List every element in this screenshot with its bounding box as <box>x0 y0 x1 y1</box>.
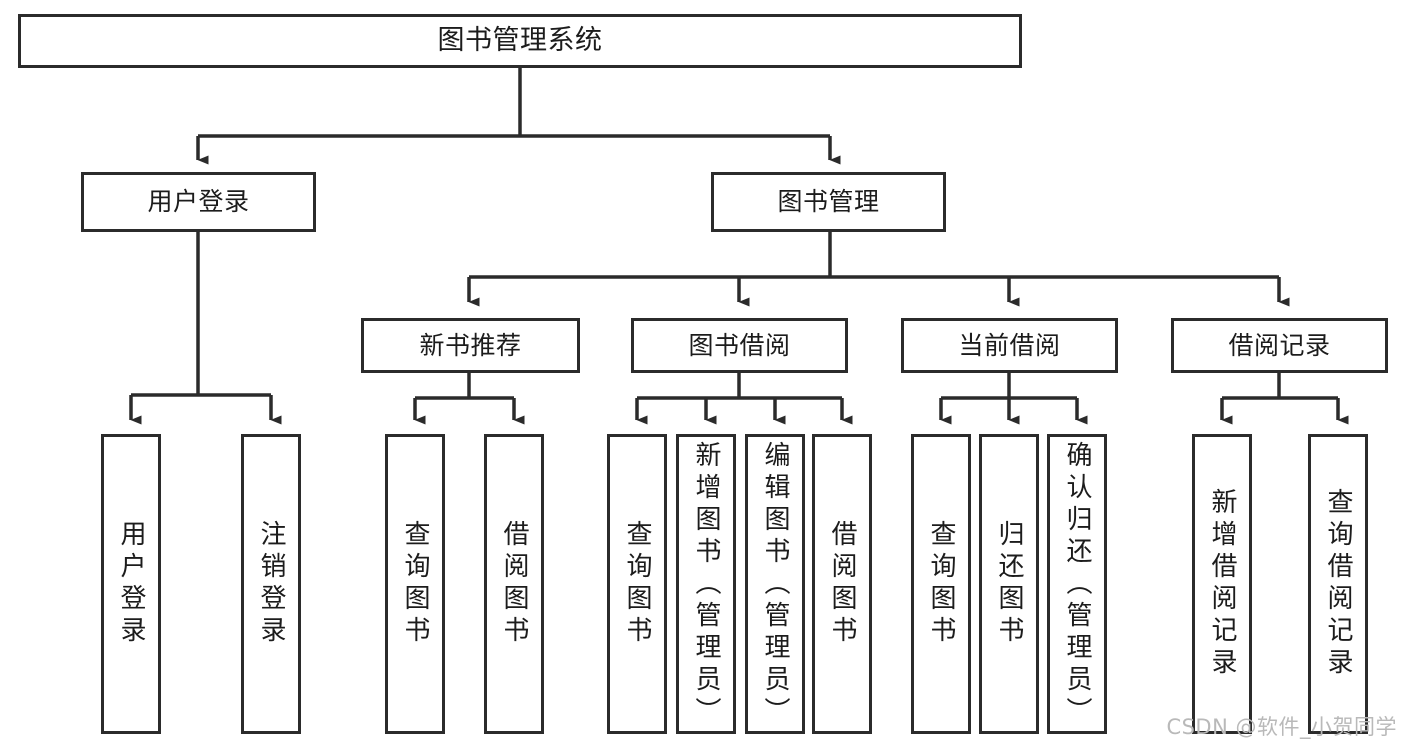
node-label: 用户登录 <box>116 520 146 648</box>
node-new-book-recommend: 新书推荐 <box>361 318 580 373</box>
node-label: 新增借阅记录 <box>1207 488 1237 680</box>
leaf-edit-book-admin: 编辑图书（管理员） <box>745 434 805 734</box>
leaf-query-book-borrow: 查询图书 <box>607 434 667 734</box>
node-label: 当前借阅 <box>958 330 1061 360</box>
node-label: 编辑图书（管理员） <box>760 441 790 729</box>
leaf-add-book-admin: 新增图书（管理员） <box>676 434 736 734</box>
node-root-system: 图书管理系统 <box>18 14 1022 68</box>
node-label: 确认归还（管理员） <box>1062 441 1092 729</box>
leaf-return-book: 归还图书 <box>979 434 1039 734</box>
node-current-borrow: 当前借阅 <box>901 318 1118 373</box>
leaf-user-login: 用户登录 <box>101 434 161 734</box>
node-label: 借阅记录 <box>1228 330 1331 360</box>
node-label: 借阅图书 <box>827 520 857 648</box>
leaf-borrow-book: 借阅图书 <box>812 434 872 734</box>
leaf-confirm-return-admin: 确认归还（管理员） <box>1047 434 1107 734</box>
leaf-add-borrow-record: 新增借阅记录 <box>1192 434 1252 734</box>
node-label: 借阅图书 <box>499 520 529 648</box>
node-label: 查询图书 <box>400 520 430 648</box>
leaf-borrow-book-recommend: 借阅图书 <box>484 434 544 734</box>
node-label: 用户登录 <box>147 187 250 216</box>
leaf-query-book-recommend: 查询图书 <box>385 434 445 734</box>
node-borrow-records: 借阅记录 <box>1171 318 1388 373</box>
node-label: 查询借阅记录 <box>1323 488 1353 680</box>
node-label: 图书管理 <box>777 187 880 216</box>
node-label: 归还图书 <box>994 520 1024 648</box>
node-book-borrow: 图书借阅 <box>631 318 848 373</box>
node-label: 图书借阅 <box>688 330 791 360</box>
node-label: 注销登录 <box>256 520 286 648</box>
node-user-login: 用户登录 <box>81 172 316 232</box>
node-label: 图书管理系统 <box>437 24 603 56</box>
node-label: 新书推荐 <box>419 330 522 360</box>
node-book-management: 图书管理 <box>711 172 946 232</box>
leaf-logout: 注销登录 <box>241 434 301 734</box>
node-label: 查询图书 <box>622 520 652 648</box>
node-label: 查询图书 <box>926 520 956 648</box>
leaf-query-borrow-record: 查询借阅记录 <box>1308 434 1368 734</box>
node-label: 新增图书（管理员） <box>691 441 721 729</box>
leaf-query-book-current: 查询图书 <box>911 434 971 734</box>
watermark-text: CSDN @软件_小贺同学 <box>1166 715 1397 739</box>
